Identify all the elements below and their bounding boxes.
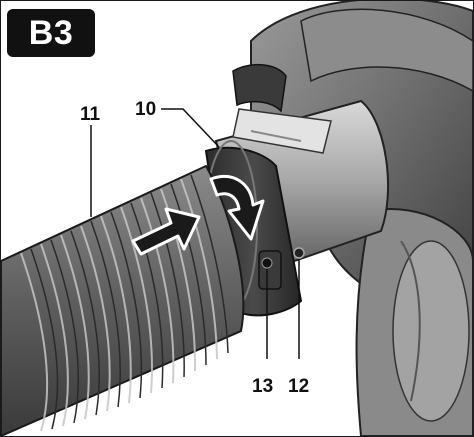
leader-10	[161, 108, 220, 148]
callout-10: 10	[135, 99, 157, 120]
corrugated-hose	[1, 164, 245, 436]
arrow-right-icon	[131, 207, 201, 256]
callout-11: 11	[80, 104, 101, 125]
callout-12: 12	[288, 376, 310, 397]
figure-label: B3	[28, 13, 74, 52]
figure-label-badge: B3	[7, 9, 95, 57]
curved-arrow-clockwise-icon	[209, 175, 265, 241]
leader-lines	[90, 108, 300, 359]
callout-13: 13	[252, 376, 274, 397]
